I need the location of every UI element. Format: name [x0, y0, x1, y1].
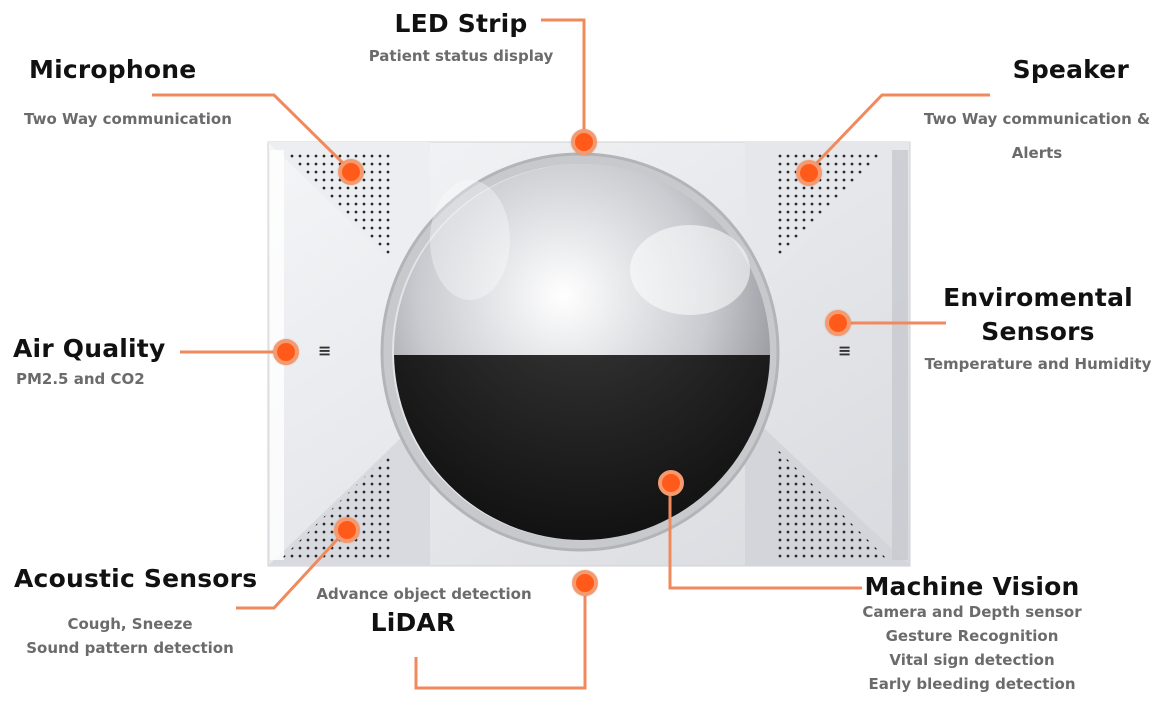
speaker-marker: [796, 160, 822, 186]
machine-vision-marker: [658, 470, 684, 496]
lidar-marker: [572, 570, 598, 596]
microphone-marker: [338, 159, 364, 185]
led-strip-title: LED Strip: [394, 9, 528, 38]
acoustic-desc-1: Cough, Sneeze: [67, 615, 193, 633]
air-quality-marker: [273, 339, 299, 365]
mic-grille: [282, 150, 392, 258]
led-strip-marker: [571, 129, 597, 155]
machine-vision-desc-1: Camera and Depth sensor: [862, 603, 1082, 621]
speaker-title: Speaker: [1012, 55, 1129, 84]
env-sensors-title-1: Enviromental: [943, 283, 1133, 312]
lidar-desc: Advance object detection: [316, 585, 532, 603]
env-sensors-title-2: Sensors: [981, 317, 1095, 346]
air-quality-vent-icon: ≡: [318, 341, 332, 360]
env-sensors-desc: Temperature and Humidity: [924, 355, 1152, 373]
air-quality-desc: PM2.5 and CO2: [16, 370, 145, 388]
env-sensors-marker: [825, 310, 851, 336]
air-quality-title: Air Quality: [13, 334, 166, 363]
machine-vision-desc-3: Vital sign detection: [889, 651, 1055, 669]
acoustic-desc-2: Sound pattern detection: [26, 639, 234, 657]
machine-vision-desc-4: Early bleeding detection: [868, 675, 1076, 693]
machine-vision-title: Machine Vision: [864, 572, 1080, 601]
right-edge-shade: [892, 150, 908, 560]
led-strip-desc: Patient status display: [368, 47, 554, 65]
acoustic-title: Acoustic Sensors: [14, 564, 258, 593]
microphone-desc: Two Way communication: [24, 110, 232, 128]
env-sensor-vent-icon: ≡: [838, 341, 852, 360]
acoustic-marker: [334, 517, 360, 543]
speaker-desc-1: Two Way communication &: [923, 110, 1151, 128]
machine-vision-desc-2: Gesture Recognition: [885, 627, 1059, 645]
microphone-title: Microphone: [29, 55, 197, 84]
speaker-desc-2: Alerts: [1011, 144, 1063, 162]
lidar-title: LiDAR: [370, 608, 456, 637]
